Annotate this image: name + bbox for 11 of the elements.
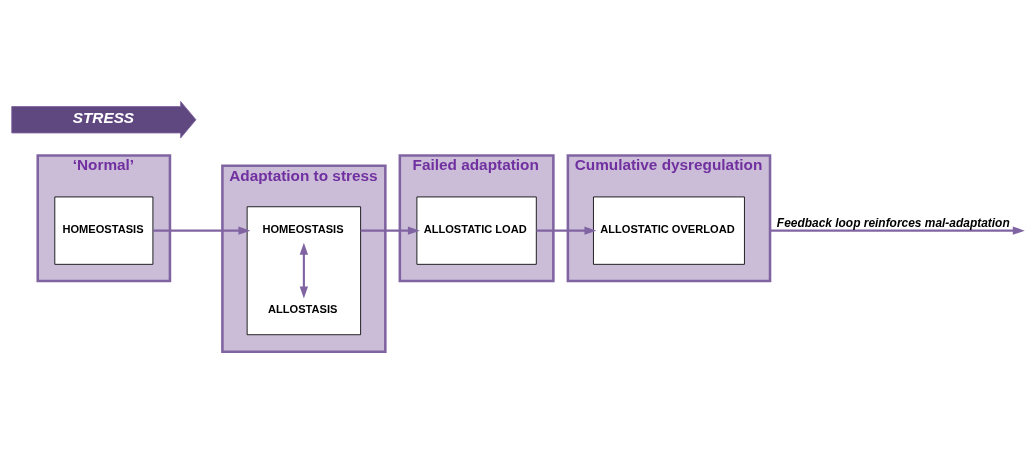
node-text: HOMEOSTASIS bbox=[262, 222, 344, 235]
arrow bbox=[152, 225, 251, 235]
cluster bbox=[246, 205, 362, 335]
node-box: ALLOSTATIC LOAD bbox=[416, 196, 537, 265]
node-box: ALLOSTATIC OVERLOAD bbox=[593, 196, 745, 265]
arrow bbox=[536, 225, 597, 235]
arrow bbox=[299, 242, 309, 298]
node-box: HOMEOSTASIS bbox=[54, 196, 154, 265]
edge-label: Feedback loop reinforces mal-adaptation bbox=[776, 215, 1010, 230]
arrow bbox=[360, 225, 420, 235]
node-text: ALLOSTASIS bbox=[268, 302, 338, 315]
